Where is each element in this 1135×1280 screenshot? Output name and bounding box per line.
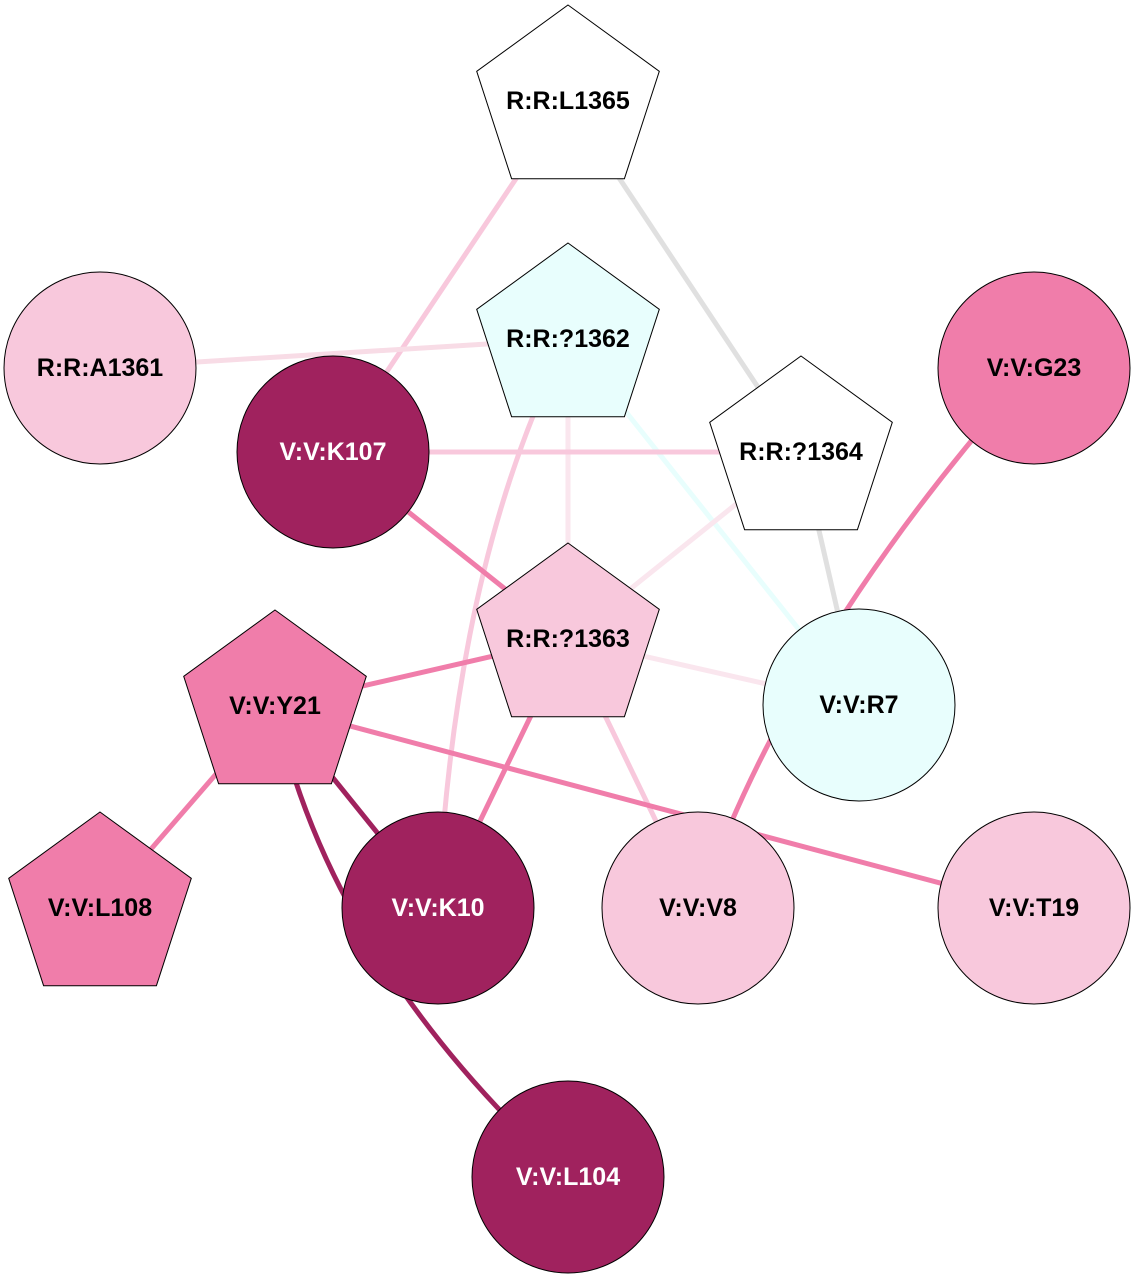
node-label: R:R:?1363: [506, 625, 630, 653]
node-V8[interactable]: V:V:V8: [601, 811, 795, 1005]
circle-node-shape: [762, 608, 956, 802]
node-A1361[interactable]: R:R:A1361: [3, 271, 197, 465]
node-L104[interactable]: V:V:L104: [471, 1080, 665, 1274]
circle-node-shape: [341, 811, 535, 1005]
node-label: R:R:L1365: [506, 87, 630, 115]
node-label: V:V:Y21: [229, 692, 321, 720]
node-label: R:R:?1362: [506, 325, 630, 353]
node-label: V:V:G23: [987, 354, 1082, 382]
node-label: V:V:V8: [659, 894, 737, 922]
node-Q1364[interactable]: R:R:?1364: [709, 355, 893, 531]
circle-node-shape: [236, 355, 430, 549]
node-Q1363[interactable]: R:R:?1363: [476, 542, 660, 718]
node-label: V:V:K107: [279, 438, 386, 466]
node-K107[interactable]: V:V:K107: [236, 355, 430, 549]
node-label: V:V:K10: [391, 894, 484, 922]
pentagon-node-shape: [183, 609, 367, 785]
node-label: V:V:L108: [48, 894, 152, 922]
node-G23[interactable]: V:V:G23: [937, 271, 1131, 465]
node-L108[interactable]: V:V:L108: [8, 811, 192, 987]
node-R7[interactable]: V:V:R7: [762, 608, 956, 802]
pentagon-node-shape: [476, 242, 660, 418]
node-label: R:R:A1361: [37, 354, 164, 382]
node-Y21[interactable]: V:V:Y21: [183, 609, 367, 785]
pentagon-node-shape: [476, 4, 660, 180]
circle-node-shape: [3, 271, 197, 465]
edge-Y21-T19: [274, 703, 1035, 911]
circle-node-shape: [601, 811, 795, 1005]
node-label: R:R:?1364: [739, 438, 863, 466]
circle-node-shape: [471, 1080, 665, 1274]
node-Q1362[interactable]: R:R:?1362: [476, 242, 660, 418]
node-label: V:V:T19: [989, 894, 1079, 922]
node-label: V:V:L104: [516, 1163, 620, 1191]
pentagon-node-shape: [709, 355, 893, 531]
node-L1365[interactable]: R:R:L1365: [476, 4, 660, 180]
pentagon-node-shape: [476, 542, 660, 718]
pentagon-node-shape: [8, 811, 192, 987]
node-T19[interactable]: V:V:T19: [937, 811, 1131, 1005]
node-K10[interactable]: V:V:K10: [341, 811, 535, 1005]
circle-node-shape: [937, 811, 1131, 1005]
circle-node-shape: [937, 271, 1131, 465]
node-label: V:V:R7: [819, 691, 898, 719]
